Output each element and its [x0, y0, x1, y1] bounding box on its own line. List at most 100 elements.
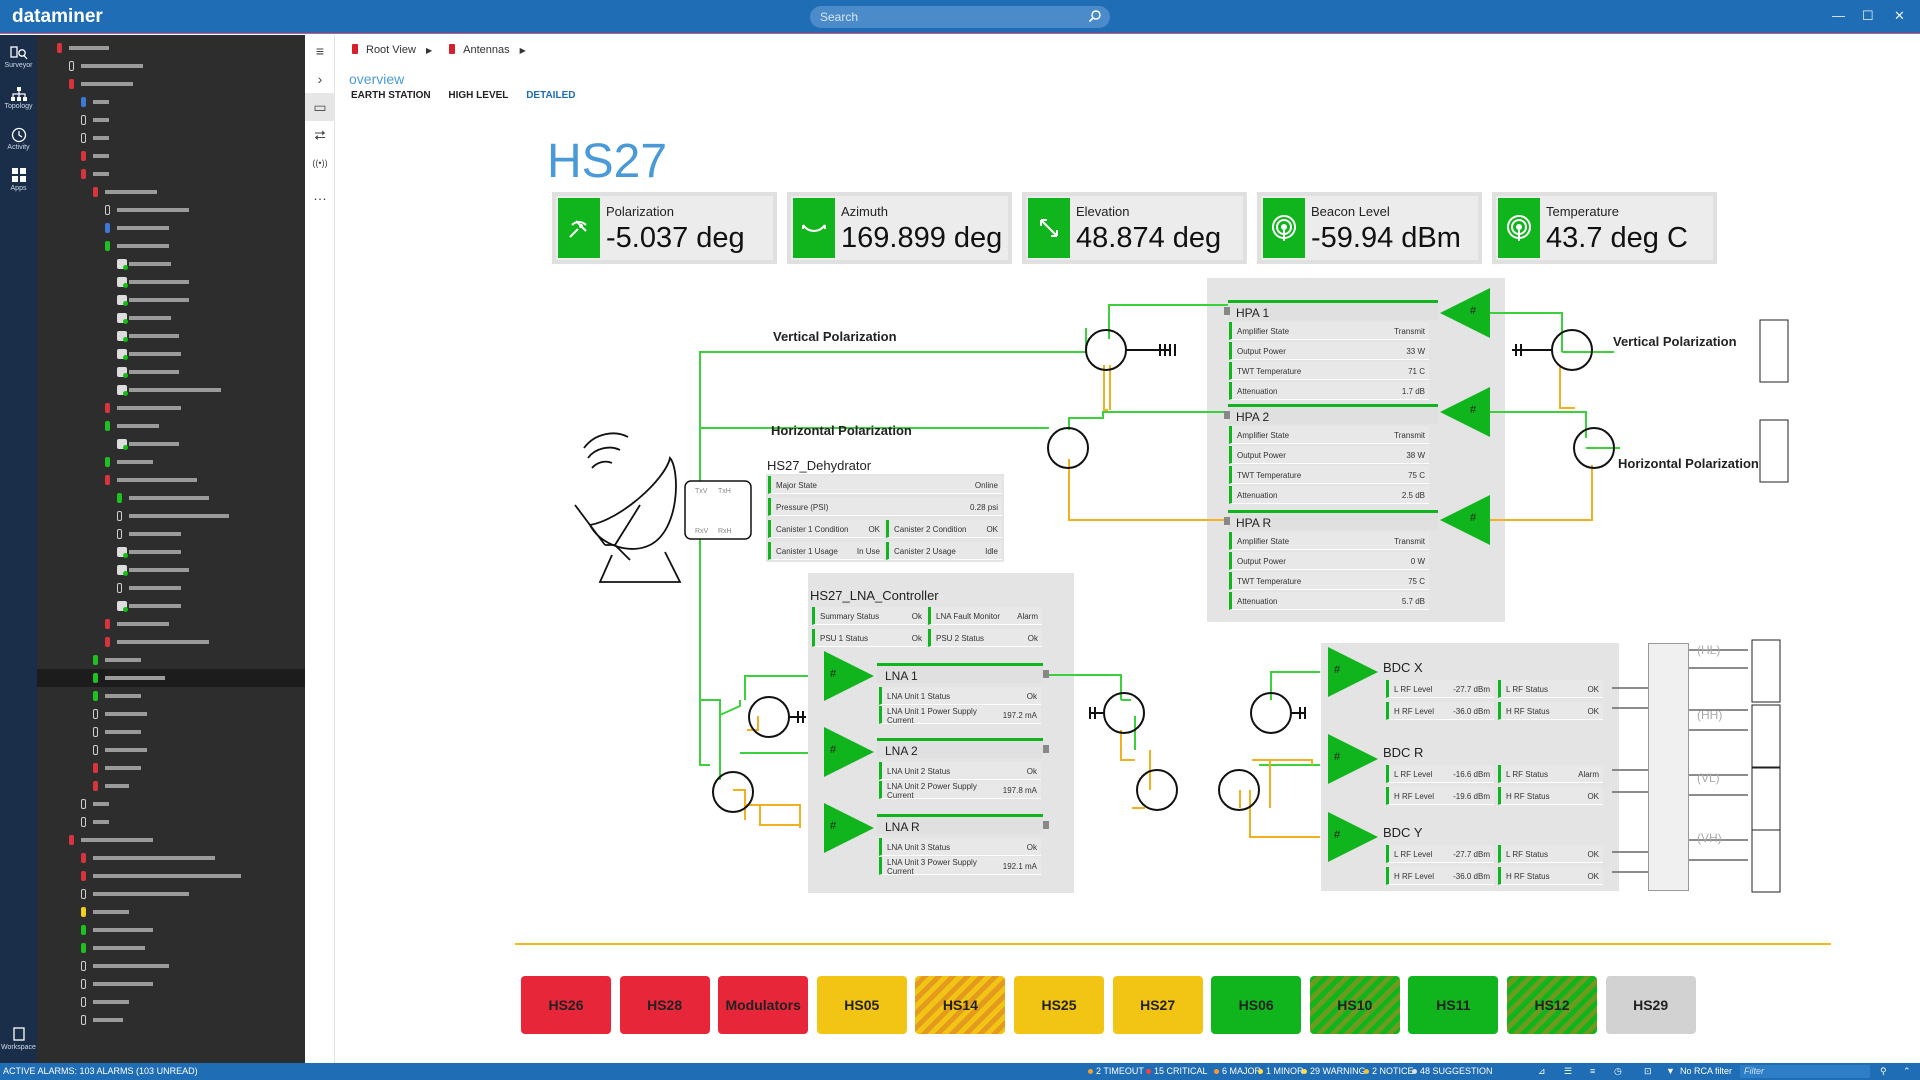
tree-node[interactable] [37, 255, 305, 273]
tree-node[interactable] [37, 759, 305, 777]
tree-node[interactable] [37, 291, 305, 309]
kpi-beacon-level[interactable]: Beacon Level -59.94 dBm [1257, 192, 1482, 264]
minimize-button[interactable]: — [1832, 8, 1845, 23]
dehydrator-param-row[interactable]: Pressure (PSI)0.28 psi [768, 498, 1002, 516]
tree-node[interactable] [37, 183, 305, 201]
tree-node[interactable] [37, 39, 305, 57]
tree-node[interactable] [37, 525, 305, 543]
tree-node[interactable] [37, 381, 305, 399]
lna-header[interactable]: LNA R [877, 814, 1049, 834]
tree-node[interactable] [37, 957, 305, 975]
bdc-param-row[interactable]: L RF Level-27.7 dBm [1386, 680, 1494, 698]
tree-node[interactable] [37, 435, 305, 453]
tree-node[interactable] [37, 975, 305, 993]
tree-node[interactable] [37, 867, 305, 885]
maximize-button[interactable]: ☐ [1862, 8, 1874, 23]
tree-node[interactable] [37, 831, 305, 849]
tree-node[interactable] [37, 345, 305, 363]
tree-node[interactable] [37, 237, 305, 255]
alarm-counter[interactable]: 6 MAJOR [1214, 1066, 1261, 1076]
search-icon[interactable]: ⚲ [1880, 1066, 1887, 1076]
alarm-counter[interactable]: 29 WARNING [1302, 1066, 1366, 1076]
station-button-hs14[interactable]: HS14 [915, 976, 1006, 1034]
clock-icon[interactable]: ◷ [1614, 1066, 1622, 1076]
search-input[interactable]: Search [810, 6, 1110, 28]
search-icon[interactable] [1088, 9, 1102, 23]
tree-node[interactable] [37, 75, 305, 93]
station-button-hs11[interactable]: HS11 [1408, 976, 1499, 1034]
bdc-param-row[interactable]: L RF Level-16.6 dBm [1386, 765, 1494, 783]
list-icon[interactable]: ☰ [1564, 1066, 1573, 1076]
tree-node[interactable] [37, 147, 305, 165]
tree-node[interactable] [37, 57, 305, 75]
tree-node[interactable] [37, 741, 305, 759]
alarm-filter-input[interactable]: Filter [1740, 1065, 1870, 1078]
lna-controller-title[interactable]: HS27_LNA_Controller [810, 588, 939, 603]
tree-node[interactable] [37, 363, 305, 381]
breadcrumb-antennas[interactable]: Antennas▶ [449, 44, 526, 56]
station-button-hs26[interactable]: HS26 [521, 976, 611, 1034]
close-button[interactable]: ✕ [1894, 8, 1905, 23]
tree-node[interactable] [37, 849, 305, 867]
tab-earth-station[interactable]: EARTH STATION [351, 90, 431, 101]
hpa-header[interactable]: HPA R [1224, 510, 1438, 530]
tree-node[interactable] [37, 417, 305, 435]
bdc-param-row[interactable]: L RF Level-27.7 dBm [1386, 845, 1494, 863]
bdc-name[interactable]: BDC R [1383, 745, 1424, 760]
tree-node[interactable] [37, 705, 305, 723]
tree-node[interactable] [37, 111, 305, 129]
tree-node[interactable] [37, 669, 305, 687]
alarm-counter[interactable]: 2 NOTICE [1364, 1066, 1414, 1076]
rca-filter-label[interactable]: No RCA filter [1680, 1066, 1733, 1076]
tree-node[interactable] [37, 399, 305, 417]
nav-apps[interactable]: Apps [0, 164, 37, 204]
station-button-modulators[interactable]: Modulators [718, 976, 809, 1034]
kpi-polarization[interactable]: Polarization -5.037 deg [552, 192, 777, 264]
bdc-name[interactable]: BDC Y [1383, 825, 1423, 840]
expand-button[interactable]: › [317, 71, 323, 87]
kpi-temperature[interactable]: Temperature 43.7 deg C [1492, 192, 1717, 264]
tree-node[interactable] [37, 489, 305, 507]
tree-node[interactable] [37, 633, 305, 651]
tree-node[interactable] [37, 129, 305, 147]
hpa-header[interactable]: HPA 2 [1224, 404, 1438, 424]
tree-node[interactable] [37, 939, 305, 957]
connections-button[interactable]: ⮂ [314, 127, 326, 143]
station-button-hs06[interactable]: HS06 [1211, 976, 1302, 1034]
active-alarms-summary[interactable]: ACTIVE ALARMS: 103 ALARMS (103 UNREAD) [3, 1066, 198, 1076]
alarm-counter[interactable]: 1 MINOR [1258, 1066, 1304, 1076]
tree-node[interactable] [37, 615, 305, 633]
tree-node[interactable] [37, 471, 305, 489]
tree-node[interactable] [37, 777, 305, 795]
tree-node[interactable] [37, 993, 305, 1011]
station-button-hs05[interactable]: HS05 [816, 976, 907, 1034]
tree-node[interactable] [37, 1011, 305, 1029]
lna-header[interactable]: LNA 2 [877, 738, 1049, 758]
tree-node[interactable] [37, 597, 305, 615]
